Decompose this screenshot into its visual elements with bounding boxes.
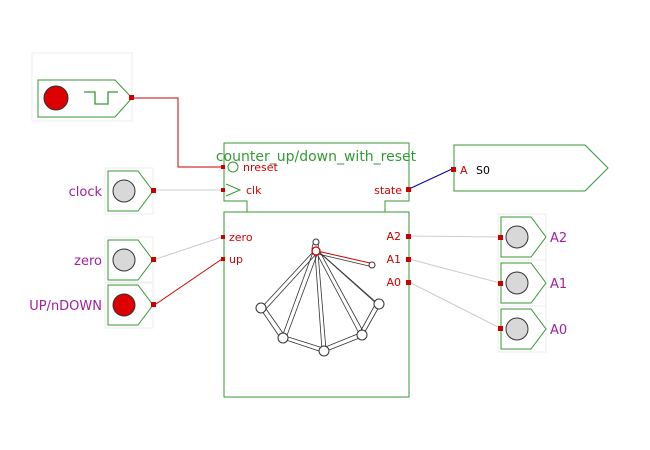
a1-port-label: A1: [386, 253, 401, 266]
wire-a1-to-output: [408, 258, 501, 284]
pulse-waveform-icon: [84, 91, 118, 105]
up-pin: [221, 257, 225, 261]
state-node-right-top[interactable]: [368, 261, 376, 269]
nreset-pin: [221, 165, 225, 169]
counter-component[interactable]: counter_up/down_with_reset nreset clk st…: [216, 142, 417, 398]
component-title: counter_up/down_with_reset: [216, 149, 417, 165]
wire-zero-to-zero: [155, 236, 223, 260]
clk-pin: [221, 188, 225, 192]
state-node-left[interactable]: [255, 302, 267, 314]
state-node-top[interactable]: [312, 238, 320, 246]
zero-led[interactable]: [112, 248, 136, 272]
zero-input[interactable]: zero: [74, 236, 156, 284]
clock-label: clock: [69, 185, 103, 200]
state-pin: [406, 187, 411, 192]
state-diagram[interactable]: [255, 238, 385, 357]
active-transition-return: [317, 253, 370, 267]
reset-pulse-generator[interactable]: [31, 52, 134, 122]
state-display[interactable]: A S0: [451, 144, 609, 192]
a0-led: [505, 317, 529, 341]
zero-pin: [221, 235, 225, 239]
state-node-bottom-right[interactable]: [356, 329, 368, 341]
reset-generator-frame: [31, 52, 133, 122]
a1-output-pin: [498, 281, 503, 286]
clk-port-label: clk: [246, 184, 262, 197]
a2-output-label: A2: [550, 231, 567, 246]
state-node-right[interactable]: [373, 298, 385, 310]
a2-port-label: A2: [386, 230, 401, 243]
a0-port-label: A0: [386, 276, 401, 289]
reset-led[interactable]: [43, 85, 69, 111]
nreset-inversion-bubble: [227, 161, 239, 173]
a2-led: [505, 225, 529, 249]
state-node-bottom[interactable]: [318, 345, 330, 357]
a0-output-label: A0: [550, 323, 567, 338]
wire-updown-to-up: [155, 258, 223, 305]
state-port-label: state: [374, 184, 402, 197]
up-ndown-output-pin: [151, 302, 156, 307]
zero-port-label: zero: [229, 231, 253, 244]
a2-output-pin: [498, 235, 503, 240]
a1-output-label: A1: [550, 277, 567, 292]
up-ndown-led[interactable]: [112, 293, 136, 317]
clk-triangle-icon: [225, 183, 242, 197]
zero-label: zero: [74, 254, 102, 269]
wires: [134, 97, 501, 329]
a1-pin: [406, 257, 411, 262]
state-display-port-label: A: [460, 164, 468, 177]
state-display-value: S0: [476, 164, 490, 177]
up-ndown-label: UP/nDOWN: [29, 299, 102, 314]
a0-output-pin: [498, 326, 503, 331]
up-ndown-input[interactable]: UP/nDOWN: [29, 281, 156, 329]
state-display-pin: [451, 167, 456, 172]
up-port-label: up: [229, 253, 243, 266]
reset-output-pin: [129, 95, 134, 100]
wire-state-to-display: [408, 168, 453, 190]
state-node-current[interactable]: [311, 246, 321, 256]
wire-reset-to-nreset: [134, 97, 222, 168]
a0-output[interactable]: A0: [497, 305, 567, 353]
a1-output[interactable]: A1: [497, 259, 567, 307]
a1-led: [505, 271, 529, 295]
zero-output-pin: [151, 257, 156, 262]
clock-input[interactable]: clock: [69, 167, 156, 215]
nreset-port-label: nreset: [243, 161, 279, 174]
state-display-body: [453, 144, 609, 192]
wire-a2-to-output: [408, 235, 501, 238]
state-transitions: [259, 240, 381, 353]
state-node-bottom-left[interactable]: [277, 332, 289, 344]
clock-led[interactable]: [112, 179, 136, 203]
wire-a0-to-output: [408, 281, 501, 329]
a2-output[interactable]: A2: [497, 213, 567, 261]
a2-pin: [406, 234, 411, 239]
clock-output-pin: [151, 188, 156, 193]
a0-pin: [406, 280, 411, 285]
active-transition: [316, 250, 371, 264]
